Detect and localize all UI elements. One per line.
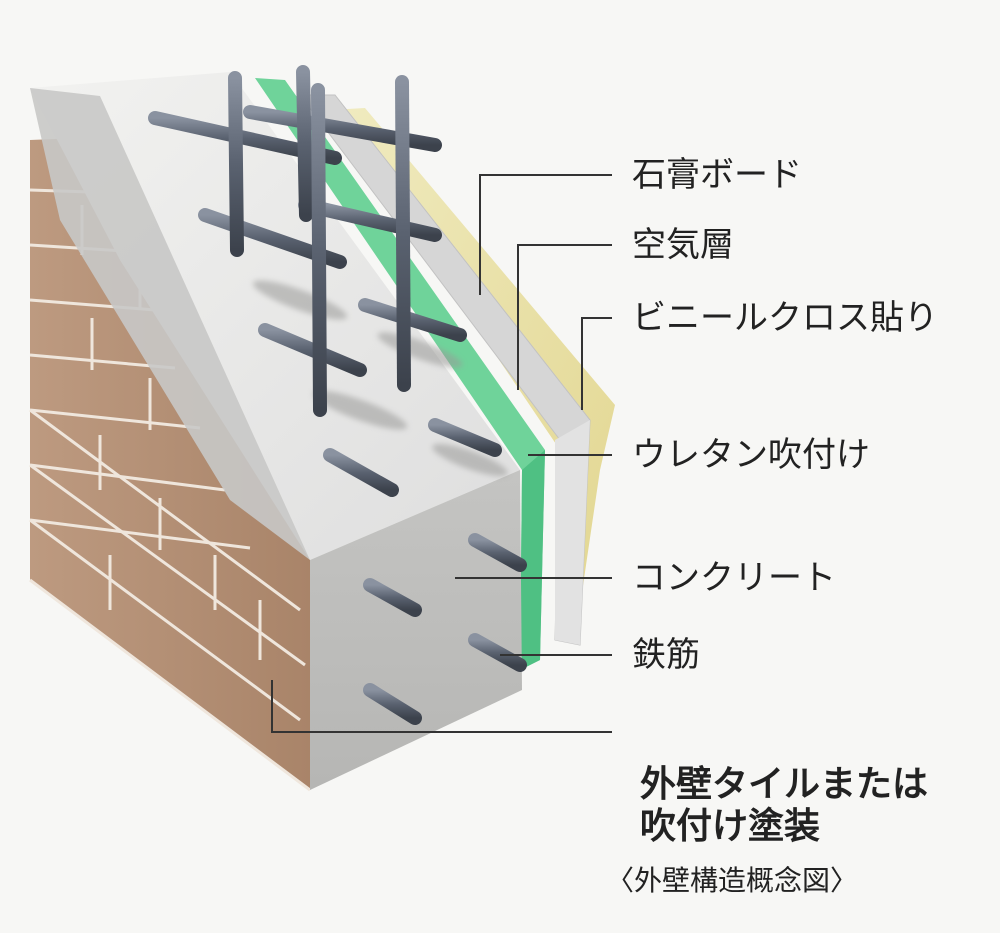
- label-exterior-finish: 外壁タイルまたは 吹付け塗装: [640, 764, 928, 848]
- caption-line-1: 外壁タイルまたは: [640, 764, 929, 805]
- leader-tile: [271, 680, 612, 733]
- rebar: [228, 71, 244, 257]
- rebar: [296, 65, 313, 222]
- leader-gypsum-board: [479, 174, 612, 295]
- concrete-front: [310, 470, 522, 790]
- leader-air-layer: [517, 244, 612, 390]
- label-rebar: 鉄筋: [632, 635, 700, 675]
- diagram-title: 〈外壁構造概念図〉: [606, 864, 859, 897]
- rebars-vertical: [228, 65, 411, 417]
- label-urethane-spray: ウレタン吹付け: [632, 435, 870, 475]
- rebar: [258, 323, 367, 377]
- gypsum-board-edge: [555, 420, 590, 645]
- label-vinyl-cloth: ビニールクロス貼り: [632, 298, 938, 338]
- rebar-ends-front: [363, 533, 527, 725]
- label-concrete: コンクリート: [632, 558, 836, 598]
- rebar: [395, 75, 411, 392]
- leader-lines: [271, 174, 612, 733]
- concrete-side: [30, 88, 310, 560]
- rebar: [323, 448, 399, 497]
- rebar: [468, 633, 527, 672]
- rebar: [468, 533, 527, 572]
- rebar: [428, 418, 502, 457]
- label-gypsum-board: 石膏ボード: [632, 155, 802, 195]
- caption-line-2: 吹付け塗装: [640, 806, 821, 847]
- rebar: [298, 198, 442, 242]
- concrete-top: [30, 72, 520, 560]
- leader-vinyl-cloth: [581, 317, 612, 410]
- rebar: [311, 83, 327, 417]
- vinyl-cloth-layer: [330, 108, 615, 640]
- rebar: [363, 683, 422, 725]
- label-air-layer: 空気層: [632, 225, 734, 265]
- urethane-edge: [520, 450, 545, 670]
- rebar: [358, 298, 467, 342]
- tile-layer: [30, 138, 310, 790]
- rebar: [363, 578, 422, 617]
- urethane-layer: [255, 78, 545, 670]
